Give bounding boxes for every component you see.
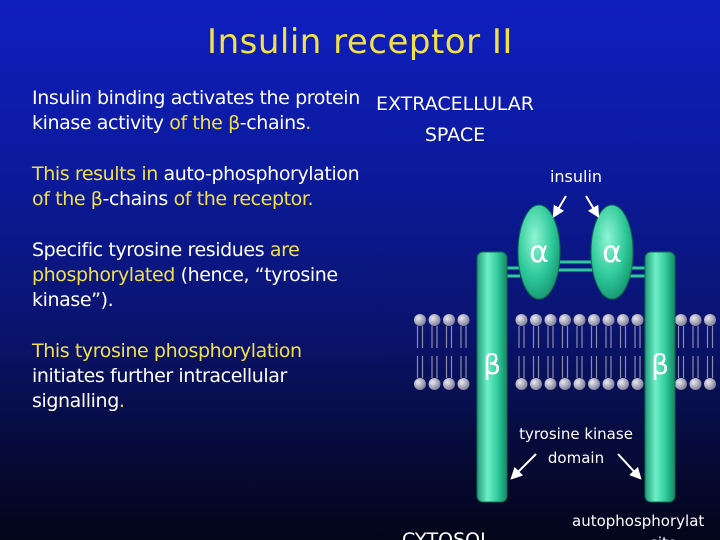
bullet-text-segment: This tyrosine phosphorylation xyxy=(32,340,302,362)
bullet-paragraph: Specific tyrosine residues are phosphory… xyxy=(32,238,367,313)
bullet-paragraph: This tyrosine phosphorylation initiates … xyxy=(32,339,367,414)
bullet-text-segment: initiates further intracellular signalli… xyxy=(32,365,287,412)
beta-symbol-right: β xyxy=(651,348,669,381)
lipid-bilayer xyxy=(414,314,716,390)
lipid-head xyxy=(544,314,557,326)
tyrosine-kinase-label-line2: domain xyxy=(548,449,604,467)
lipid-head xyxy=(631,378,644,390)
lipid-head xyxy=(704,378,716,390)
lipid-head xyxy=(617,314,629,326)
alpha-symbol-left: α xyxy=(529,235,549,270)
lipid-head xyxy=(457,378,470,390)
lipid-head xyxy=(515,314,528,326)
beta-subunit-right xyxy=(644,251,676,503)
lipid-head xyxy=(428,314,441,326)
lipid-head xyxy=(602,314,615,326)
lipid-head xyxy=(414,314,426,326)
lipid-head xyxy=(559,314,571,326)
receptor-connectors xyxy=(505,260,650,278)
bullet-text-segment: Specific tyrosine residues xyxy=(32,239,270,261)
lipid-head xyxy=(414,378,426,390)
alpha-symbol-right: α xyxy=(602,235,622,270)
bullet-text-segment: -chains xyxy=(239,112,306,134)
autophosphorylation-label-line2: site xyxy=(650,534,677,540)
lipid-head xyxy=(617,378,629,390)
bullet-text-segment: of the xyxy=(169,112,229,134)
lipid-head xyxy=(428,378,441,390)
beta-subunit-left xyxy=(476,251,508,503)
lipid-head xyxy=(573,314,586,326)
lipid-head xyxy=(675,314,687,326)
bullet-text-segment: This results in xyxy=(32,163,164,185)
bullet-text-segment: -chains xyxy=(102,188,174,210)
beta-symbol-left: β xyxy=(483,348,501,381)
bullet-text-segment: β xyxy=(228,112,240,134)
alpha-subunit-right xyxy=(590,204,634,300)
lipid-head xyxy=(559,378,571,390)
lipid-head xyxy=(515,378,528,390)
autophosphorylation-label-line1: autophosphorylat xyxy=(572,512,704,530)
lipid-head xyxy=(530,314,542,326)
lipid-head xyxy=(457,314,470,326)
lipid-head xyxy=(443,378,455,390)
lipid-head xyxy=(588,378,600,390)
bullet-text-segment: auto-phosphorylation xyxy=(163,163,360,185)
bullet-paragraph: This results in auto-phosphorylation of … xyxy=(32,162,367,212)
bullet-paragraph: Insulin binding activates the protein ki… xyxy=(32,86,367,136)
lipid-head xyxy=(530,378,542,390)
bullet-text-segment: are phosphorylated xyxy=(32,239,300,286)
slide-title: Insulin receptor II xyxy=(207,22,513,62)
lipid-head xyxy=(443,314,455,326)
extracellular-label-line2: SPACE xyxy=(425,124,485,146)
alpha-subunit-left xyxy=(517,204,561,300)
insulin-label: insulin xyxy=(550,167,602,186)
bullet-text-segment: (hence, “tyrosine kinase”). xyxy=(32,264,338,311)
lipid-head xyxy=(544,378,557,390)
bullet-text-segment: . xyxy=(305,112,311,134)
bullet-text-segment: of the xyxy=(32,188,91,210)
lipid-head xyxy=(602,378,615,390)
lipid-head xyxy=(689,378,702,390)
lipid-head xyxy=(689,314,702,326)
bullet-text-segment: Insulin binding activates the xyxy=(32,87,296,109)
bullet-text-segment: of the receptor. xyxy=(173,188,314,210)
lipid-head xyxy=(631,314,644,326)
arrows xyxy=(510,195,642,480)
tyrosine-kinase-label-line1: tyrosine kinase xyxy=(519,425,633,443)
bullet-text-segment: protein kinase activity xyxy=(32,87,360,134)
bullet-text-segment: . xyxy=(118,390,125,412)
bullet-text-segment: β xyxy=(90,188,103,210)
lipid-head xyxy=(588,314,600,326)
bullet-list: Insulin binding activates the protein ki… xyxy=(32,86,367,440)
lipid-head xyxy=(573,378,586,390)
extracellular-label-line1: EXTRACELLULAR xyxy=(376,93,534,115)
cytosol-label: CYTOSOL xyxy=(402,529,491,540)
lipid-head xyxy=(675,378,687,390)
lipid-head xyxy=(704,314,716,326)
